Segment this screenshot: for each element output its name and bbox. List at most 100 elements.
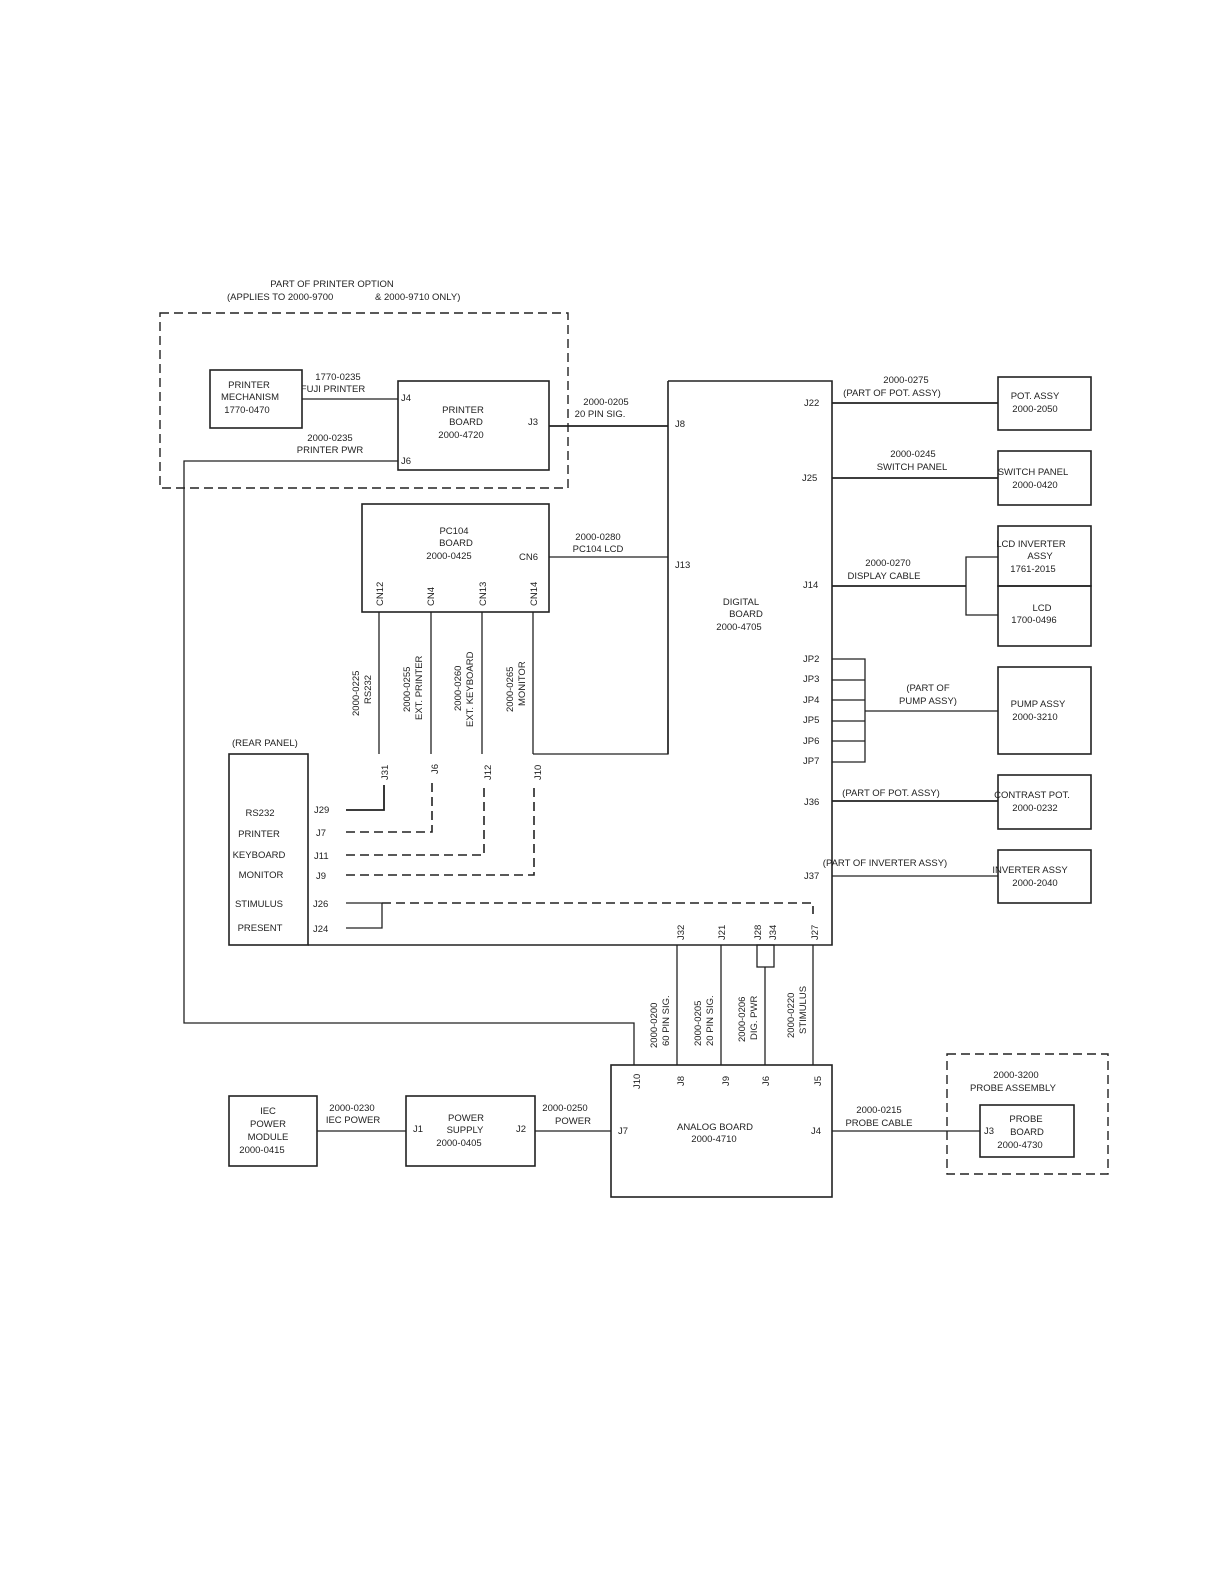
pc104-lcd-cable-name: PC104 LCD xyxy=(573,544,624,555)
rear-panel-j6: J6 xyxy=(430,764,441,774)
switch-panel-name: SWITCH PANEL xyxy=(998,467,1069,478)
iec-cable-part: 2000-0230 xyxy=(329,1103,374,1114)
digital-board-j32: J32 xyxy=(676,925,687,940)
pc104-board-cn14: CN14 xyxy=(529,582,540,606)
rear-panel-box xyxy=(228,753,309,946)
digital-board-jp6: JP6 xyxy=(803,736,819,747)
iec-module-line1: IEC xyxy=(260,1106,276,1117)
lcd-inverter-line1: LCD INVERTER xyxy=(996,539,1066,550)
printer-pwr-cable-name: PRINTER PWR xyxy=(297,445,364,456)
printer-option-applies-b: & 2000-9710 ONLY) xyxy=(375,292,460,303)
rear-panel-j24: J24 xyxy=(313,924,328,935)
dig-pwr-cable-part: 2000-0206 xyxy=(737,997,748,1042)
printer-option-group xyxy=(159,312,569,489)
printer-option-title: PART OF PRINTER OPTION xyxy=(270,279,394,290)
pot-cable-name: (PART OF POT. ASSY) xyxy=(843,388,941,399)
digital-board-j34: J34 xyxy=(768,925,779,940)
sig20-cable-name: 20 PIN SIG. xyxy=(575,409,626,420)
lcd-part: 1700-0496 xyxy=(1011,615,1056,626)
display-split-wire xyxy=(965,556,998,616)
pump-assy-part: 2000-3210 xyxy=(1012,712,1057,723)
probe-board-line1: PROBE xyxy=(1009,1114,1042,1125)
rear-panel-j31: J31 xyxy=(380,765,391,780)
display-cable-part: 2000-0270 xyxy=(865,558,910,569)
analog-board-j6: J6 xyxy=(761,1076,772,1086)
contrast-note: (PART OF POT. ASSY) xyxy=(842,788,940,799)
iec-module-part: 2000-0415 xyxy=(239,1145,284,1156)
digital-board-line2: BOARD xyxy=(729,609,763,620)
monitor-cable-name: MONITOR xyxy=(517,661,528,706)
rear-panel-j11: J11 xyxy=(314,851,329,862)
digital-board-jp3: JP3 xyxy=(803,674,819,685)
digital-board-jp5: JP5 xyxy=(803,715,819,726)
switch-cable-part: 2000-0245 xyxy=(890,449,935,460)
digital-board-j22: J22 xyxy=(804,398,819,409)
printer-pwr-cable-part: 2000-0235 xyxy=(307,433,352,444)
digital-board-line1: DIGITAL xyxy=(723,597,759,608)
digital-board-j25: J25 xyxy=(802,473,817,484)
digital-board-j8: J8 xyxy=(675,419,685,430)
pc104-board-cn13: CN13 xyxy=(478,582,489,606)
pot-assy-name: POT. ASSY xyxy=(1011,391,1060,402)
pot-assy-part: 2000-2050 xyxy=(1012,404,1057,415)
rear-panel-keyboard: KEYBOARD xyxy=(233,850,286,861)
rear-panel-present: PRESENT xyxy=(238,923,283,934)
pc104-board-line2: BOARD xyxy=(439,538,473,549)
power-supply-line2: SUPPLY xyxy=(447,1125,484,1136)
digital-board-jp4: JP4 xyxy=(803,695,819,706)
sig20-cable-part: 2000-0205 xyxy=(583,397,628,408)
probe-board-line2: BOARD xyxy=(1010,1127,1044,1138)
analog-board-j10: J10 xyxy=(632,1074,643,1089)
printer-board-j4: J4 xyxy=(401,393,411,404)
contrast-pot-name: CONTRAST POT. xyxy=(994,790,1070,801)
digital-board-j14: J14 xyxy=(803,580,818,591)
iec-cable-name: IEC POWER xyxy=(326,1115,381,1126)
probe-board-part: 2000-4730 xyxy=(997,1140,1042,1151)
printer-option-applies-a: (APPLIES TO 2000-9700 xyxy=(227,292,333,303)
switch-cable-name: SWITCH PANEL xyxy=(877,462,948,473)
digital-board-outline xyxy=(308,380,833,946)
rs232-internal-wire xyxy=(346,785,385,811)
analog-board-j7: J7 xyxy=(618,1126,628,1137)
pump-note-line1: (PART OF xyxy=(906,683,949,694)
inverter-assy-part: 2000-2040 xyxy=(1012,878,1057,889)
stimulus-present-wire xyxy=(382,902,814,914)
switch-panel-box xyxy=(997,450,1092,506)
iec-module-line3: MODULE xyxy=(248,1132,289,1143)
dig-pwr-cable-name: DIG. PWR xyxy=(749,996,760,1040)
power-cable-name: POWER xyxy=(555,1116,591,1127)
rear-panel-j29: J29 xyxy=(314,805,329,816)
digital-board-jp7: JP7 xyxy=(803,756,819,767)
power-supply-line1: POWER xyxy=(448,1113,484,1124)
printer-internal-wire xyxy=(346,782,433,833)
power-supply-j1: J1 xyxy=(413,1124,423,1135)
ext-keyboard-cable-name: EXT. KEYBOARD xyxy=(465,651,476,727)
inverter-assy-name: INVERTER ASSY xyxy=(992,865,1068,876)
printer-mechanism-line2: MECHANISM xyxy=(221,392,279,403)
probe-assembly-name: PROBE ASSEMBLY xyxy=(970,1083,1057,1094)
pc104-board-line1: PC104 xyxy=(439,526,468,537)
pc104-board-box xyxy=(361,503,550,613)
pot-assy-box xyxy=(997,376,1092,431)
probe-cable-name: PROBE CABLE xyxy=(845,1118,912,1129)
switch-panel-part: 2000-0420 xyxy=(1012,480,1057,491)
printer-mechanism-line1: PRINTER xyxy=(228,380,270,391)
probe-assembly-part: 2000-3200 xyxy=(993,1070,1038,1081)
analog-board-j9: J9 xyxy=(721,1076,732,1086)
rear-panel-stimulus: STIMULUS xyxy=(235,899,283,910)
printer-board-line1: PRINTER xyxy=(442,405,484,416)
pot-cable-part: 2000-0275 xyxy=(883,375,928,386)
pc104-board-cn4: CN4 xyxy=(426,587,437,606)
rear-panel-rs232: RS232 xyxy=(245,808,274,819)
power-supply-j2: J2 xyxy=(516,1124,526,1135)
stimulus-cable-name: STIMULUS xyxy=(798,986,809,1034)
monitor-internal-wire xyxy=(346,788,535,876)
power-supply-part: 2000-0405 xyxy=(436,1138,481,1149)
rear-panel-printer: PRINTER xyxy=(238,829,280,840)
digital-board-j13: J13 xyxy=(675,560,690,571)
rear-panel-j10: J10 xyxy=(533,765,544,780)
digital-board-jp2: JP2 xyxy=(803,654,819,665)
printer-board-j3: J3 xyxy=(528,417,538,428)
digital-board-j37: J37 xyxy=(804,871,819,882)
